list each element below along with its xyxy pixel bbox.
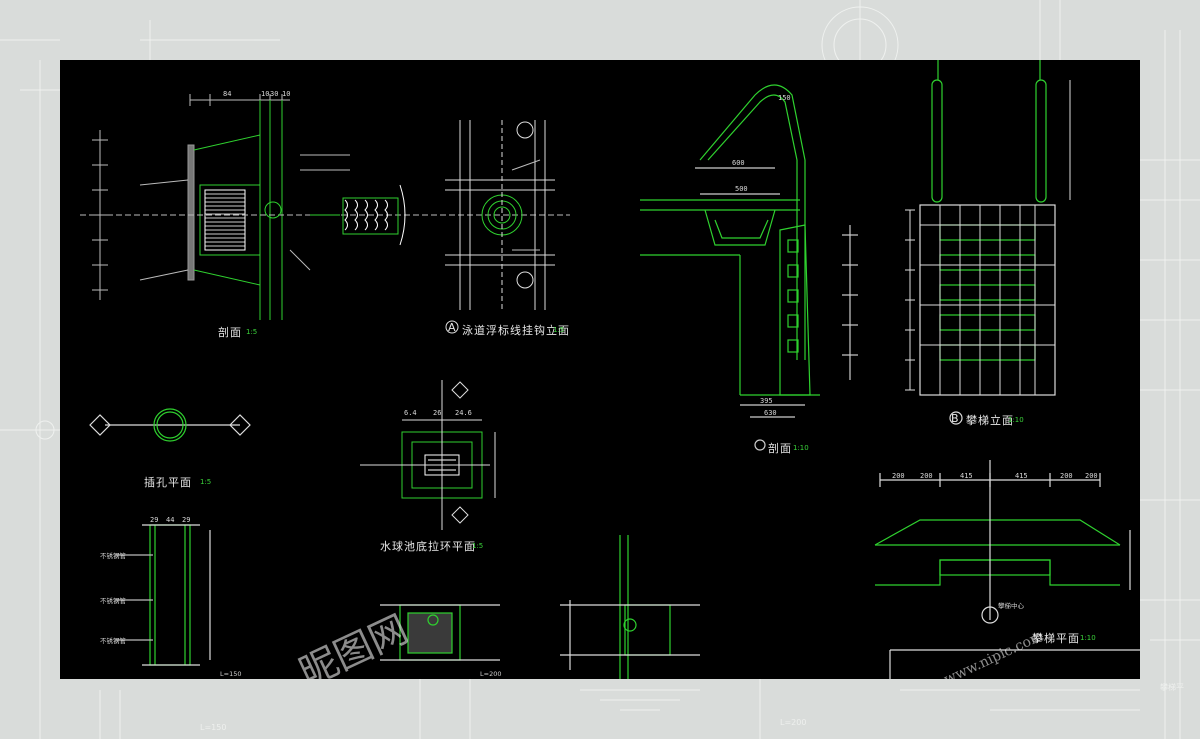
dim-polo-26: 26 (433, 409, 442, 417)
dim-plan-200a: 200 (892, 472, 905, 480)
label-stainless-1: 不锈钢管 (100, 552, 126, 560)
dim-30: 30 (270, 90, 279, 98)
ladder-section-title: 剖面 (768, 442, 792, 455)
lane-float-title: 泳道浮标线挂钩立面 (462, 324, 570, 337)
section-1-view (80, 94, 570, 320)
lane-float-marker: A (448, 321, 457, 334)
dim-detail-29a: 29 (150, 516, 159, 524)
label-l200: L=200 (480, 670, 502, 678)
dim-detail-29b: 29 (182, 516, 191, 524)
dim-r150: 150 (778, 94, 791, 102)
dim-84: 84 (223, 90, 232, 98)
label-stainless-3: 不锈钢管 (100, 637, 126, 645)
section-1-title: 剖面 (218, 326, 242, 339)
waterpolo-plan-scale: 1:5 (472, 542, 484, 550)
ladder-section-scale: 1:10 (793, 444, 809, 452)
cad-linework (80, 60, 1140, 679)
dim-detail-44: 44 (166, 516, 175, 524)
ladder-elevation-scale: 1:10 (1008, 416, 1024, 424)
ladder-section-view (640, 84, 858, 451)
ladder-plan-title: 攀梯平面 (1032, 632, 1080, 645)
dim-10a: 10 (261, 90, 270, 98)
section-1-scale: 1:5 (246, 328, 258, 336)
dim-600: 600 (732, 159, 745, 167)
svg-text:L=200: L=200 (780, 718, 806, 727)
tube-detail-view (115, 524, 211, 666)
dim-plan-415a: 415 (960, 472, 973, 480)
dim-polo-24-6: 24.6 (455, 409, 472, 417)
waterpolo-plan-view (360, 380, 496, 530)
inlet-plan-view (89, 408, 251, 442)
ladder-elevation-marker: B (951, 412, 960, 425)
label-l150: L=150 (220, 670, 242, 678)
dim-plan-415b: 415 (1015, 472, 1028, 480)
dim-polo-6-4: 6.4 (404, 409, 417, 417)
ladder-elevation-title: 攀梯立面 (966, 414, 1014, 427)
waterpolo-plan-title: 水球池底拉环平面 (380, 540, 476, 553)
dim-395: 395 (760, 397, 773, 405)
dim-plan-200b: 200 (920, 472, 933, 480)
bottom-details (380, 535, 700, 679)
ladder-elevation-view (905, 60, 1071, 425)
dim-plan-200d: 200 (1085, 472, 1098, 480)
svg-text:L=150: L=150 (200, 723, 226, 732)
dim-630: 630 (764, 409, 777, 417)
dim-500: 500 (735, 185, 748, 193)
lane-float-scale: 1:5 (553, 326, 565, 334)
label-ladder-center: 攀梯中心 (998, 602, 1024, 610)
ladder-plan-view (874, 460, 1140, 679)
ladder-plan-scale: 1:10 (1080, 634, 1096, 642)
svg-text:攀梯平: 攀梯平 (1160, 682, 1184, 692)
label-stainless-2: 不锈钢管 (100, 597, 126, 605)
inlet-plan-title: 插孔平面 (144, 476, 192, 489)
cad-drawing-sheet: 剖面 1:5 A 泳道浮标线挂钩立面 1:5 剖面 1:10 B 攀梯立面 1:… (60, 60, 1140, 679)
lane-float-view (445, 120, 555, 334)
dim-10b: 10 (282, 90, 291, 98)
inlet-plan-scale: 1:5 (200, 478, 212, 486)
dim-plan-200c: 200 (1060, 472, 1073, 480)
